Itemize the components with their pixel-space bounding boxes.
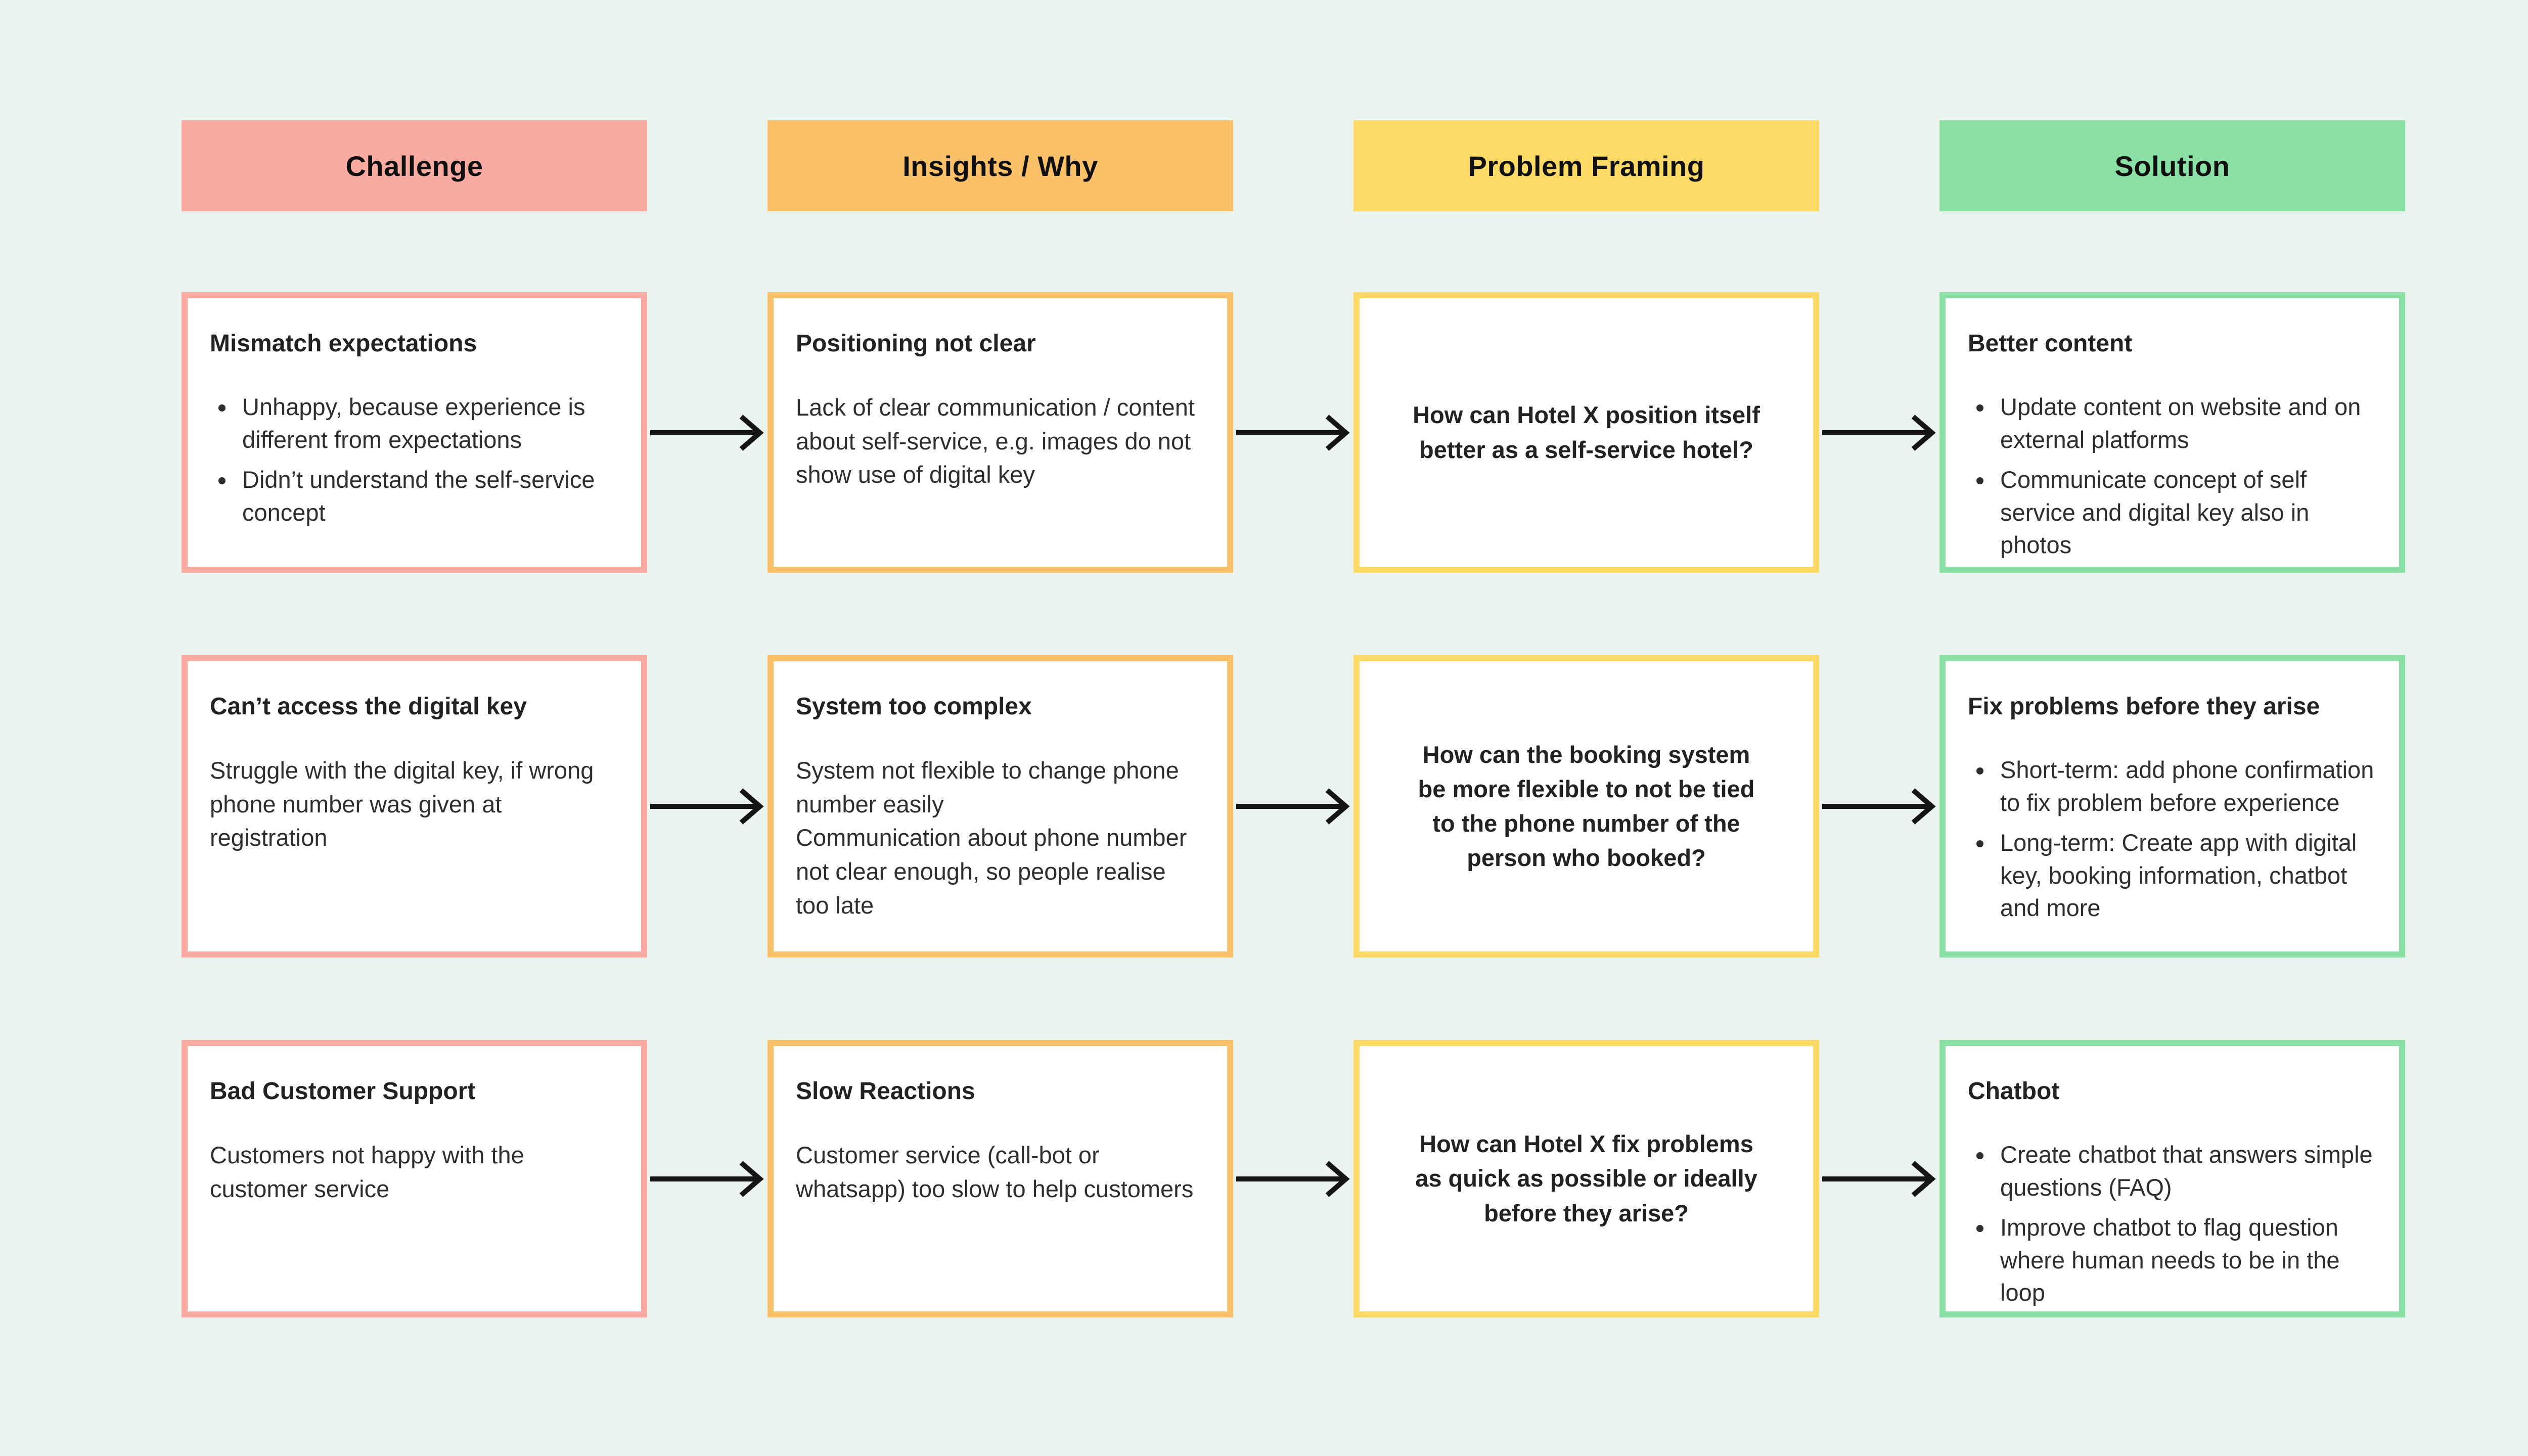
problem-question: How can Hotel X position itself better a… bbox=[1413, 401, 1760, 463]
bullet-item: Unhappy, because experience is different… bbox=[236, 391, 619, 457]
paragraph: Struggle with the digital key, if wrong … bbox=[210, 757, 594, 851]
card-title: Chatbot bbox=[1968, 1078, 2060, 1105]
paragraph: Communication about phone number not cle… bbox=[796, 824, 1187, 919]
solution-card: Better content Update content on website… bbox=[1939, 292, 2405, 573]
arrow-right-icon bbox=[1819, 1040, 1939, 1317]
arrow-right-icon bbox=[1233, 655, 1353, 958]
column-header-label: Insights / Why bbox=[902, 150, 1098, 182]
card-title: Positioning not clear bbox=[796, 330, 1036, 357]
insight-card: Slow Reactions Customer service (call-bo… bbox=[768, 1040, 1233, 1317]
solution-card: Fix problems before they arise Short-ter… bbox=[1939, 655, 2405, 958]
column-header-problem-framing: Problem Framing bbox=[1353, 120, 1819, 211]
bullet-item: Short-term: add phone confirmation to fi… bbox=[1994, 754, 2377, 820]
bullet-item: Communicate concept of self service and … bbox=[1994, 464, 2377, 562]
paragraph: Customers not happy with the customer se… bbox=[210, 1142, 524, 1202]
column-header-label: Challenge bbox=[345, 150, 483, 182]
insight-card: Positioning not clear Lack of clear comm… bbox=[768, 292, 1233, 573]
paragraph: System not flexible to change phone numb… bbox=[796, 757, 1179, 817]
mapping-board: Challenge Insights / Why Problem Framing… bbox=[182, 120, 2405, 1317]
problem-question: How can the booking system be more flexi… bbox=[1418, 741, 1755, 872]
arrow-right-icon bbox=[1233, 1040, 1353, 1317]
card-title: Fix problems before they arise bbox=[1968, 693, 2320, 720]
arrow-right-icon bbox=[647, 655, 768, 958]
card-body: Struggle with the digital key, if wrong … bbox=[210, 754, 619, 855]
bullet-item: Create chatbot that answers simple quest… bbox=[1994, 1139, 2377, 1204]
problem-framing-card: How can Hotel X fix problems as quick as… bbox=[1353, 1040, 1819, 1317]
column-header-label: Problem Framing bbox=[1468, 150, 1705, 182]
card-title: Slow Reactions bbox=[796, 1078, 975, 1105]
bullet-item: Didn’t understand the self-service conce… bbox=[236, 464, 619, 529]
card-title: Can’t access the digital key bbox=[210, 693, 527, 720]
bullet-item: Update content on website and on externa… bbox=[1994, 391, 2377, 457]
column-header-solution: Solution bbox=[1939, 120, 2405, 211]
arrow-right-icon bbox=[1233, 292, 1353, 573]
column-header-insights: Insights / Why bbox=[768, 120, 1233, 211]
card-body: Lack of clear communication / content ab… bbox=[796, 391, 1205, 492]
bullet-item: Improve chatbot to flag question where h… bbox=[1994, 1211, 2377, 1310]
challenge-card: Mismatch expectations Unhappy, because e… bbox=[182, 292, 647, 573]
card-body: System not flexible to change phone numb… bbox=[796, 754, 1205, 923]
arrow-right-icon bbox=[647, 1040, 768, 1317]
problem-question: How can Hotel X fix problems as quick as… bbox=[1415, 1130, 1757, 1226]
problem-framing-card: How can Hotel X position itself better a… bbox=[1353, 292, 1819, 573]
card-title: Better content bbox=[1968, 330, 2133, 357]
bullet-list: Unhappy, because experience is different… bbox=[210, 391, 619, 529]
arrow-right-icon bbox=[1819, 655, 1939, 958]
challenge-card: Bad Customer Support Customers not happy… bbox=[182, 1040, 647, 1317]
problem-framing-card: How can the booking system be more flexi… bbox=[1353, 655, 1819, 958]
card-body: Customer service (call-bot or whatsapp) … bbox=[796, 1139, 1205, 1206]
arrow-right-icon bbox=[1819, 292, 1939, 573]
arrow-right-icon bbox=[647, 292, 768, 573]
bullet-list: Short-term: add phone confirmation to fi… bbox=[1968, 754, 2377, 925]
card-body: Customers not happy with the customer se… bbox=[210, 1139, 619, 1206]
insight-card: System too complex System not flexible t… bbox=[768, 655, 1233, 958]
paragraph: Customer service (call-bot or whatsapp) … bbox=[796, 1142, 1194, 1202]
card-title: Mismatch expectations bbox=[210, 330, 477, 357]
bullet-list: Update content on website and on externa… bbox=[1968, 391, 2377, 562]
card-title: Bad Customer Support bbox=[210, 1078, 476, 1105]
column-header-challenge: Challenge bbox=[182, 120, 647, 211]
column-header-label: Solution bbox=[2114, 150, 2230, 182]
card-title: System too complex bbox=[796, 693, 1032, 720]
bullet-item: Long-term: Create app with digital key, … bbox=[1994, 827, 2377, 925]
bullet-list: Create chatbot that answers simple quest… bbox=[1968, 1139, 2377, 1309]
solution-card: Chatbot Create chatbot that answers simp… bbox=[1939, 1040, 2405, 1317]
challenge-card: Can’t access the digital key Struggle wi… bbox=[182, 655, 647, 958]
paragraph: Lack of clear communication / content ab… bbox=[796, 394, 1195, 488]
